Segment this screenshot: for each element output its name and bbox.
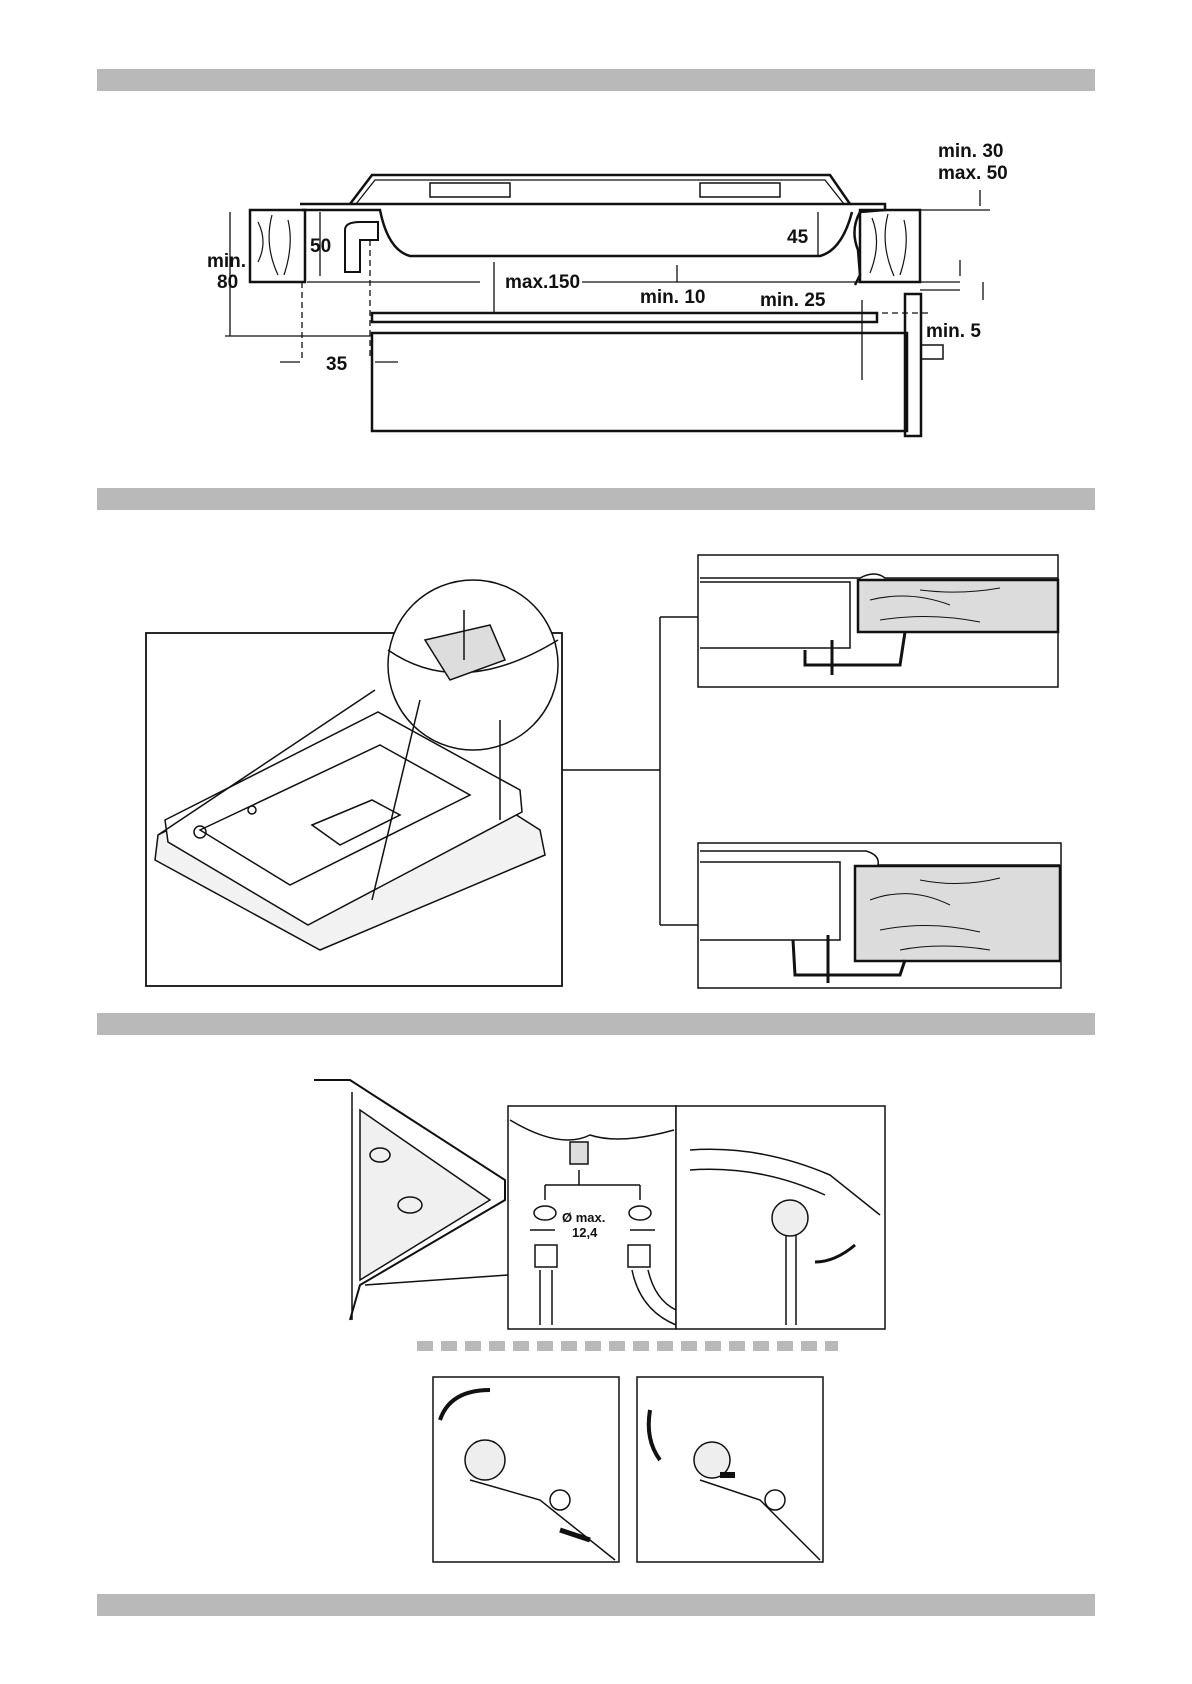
gas-connection-figure: Ø max. 12,4 bbox=[0, 0, 1192, 1580]
label-diameter-value: 12,4 bbox=[572, 1225, 598, 1240]
label-diameter: Ø max. bbox=[562, 1210, 605, 1225]
section-band-4 bbox=[97, 1594, 1095, 1616]
